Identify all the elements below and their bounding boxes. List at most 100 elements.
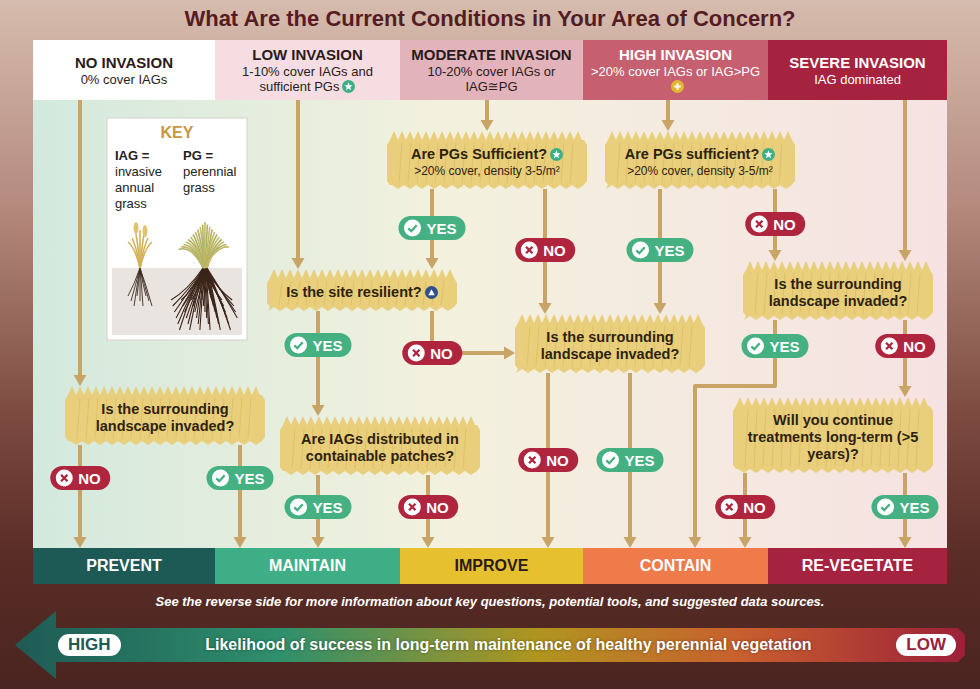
grass-strand (745, 409, 748, 467)
text-run: IAG = (115, 148, 149, 163)
seed-head (134, 222, 139, 234)
icon-circle (747, 338, 764, 355)
grass-strand (292, 428, 295, 469)
no-pill: NO (515, 238, 575, 262)
icon-circle (632, 242, 649, 259)
scale-caption: Likelihood of success in long-term maint… (205, 636, 811, 654)
arrow-head (539, 303, 552, 314)
check-mark (216, 475, 224, 481)
question-text: Are PGs Sufficient? (397, 146, 577, 163)
cross-icon (880, 337, 898, 355)
check-mark (408, 225, 416, 231)
icon-circle (404, 220, 421, 237)
icon-star (765, 150, 773, 158)
blade-stroke (140, 242, 152, 268)
text-run: MAINTAIN (269, 557, 346, 574)
connector-line (78, 445, 82, 539)
key-heading: KEY (107, 124, 247, 142)
text-run: KEY (161, 124, 194, 141)
cross-mark (61, 475, 67, 481)
seed-head (143, 225, 148, 237)
text-run: Is the surrounding landscape invaded? (96, 401, 235, 434)
text-run: LOW (906, 635, 946, 654)
question-text: Are PGs sufficient? (615, 146, 785, 163)
text-run: Will you continue treatments long-term (… (748, 412, 918, 462)
icon-circle (751, 216, 768, 233)
edge-label: YES (426, 220, 456, 237)
arrow-head (899, 537, 912, 548)
grass-strand (86, 398, 89, 439)
question-text: Is the surrounding landscape invaded? (525, 329, 695, 363)
question-text: Is the surrounding landscape invaded? (75, 401, 255, 435)
text-run: Is the site resilient? (286, 284, 421, 300)
likelihood-arrow (15, 611, 965, 679)
decision-grass: Are PGs Sufficient?>20% cover, density 3… (387, 131, 587, 189)
level-name: HIGH INVASION (619, 46, 732, 64)
yes-pill: YES (284, 333, 351, 357)
check-icon (631, 241, 649, 259)
level-criteria: 10-20% cover IAGs or IAG≅PG (406, 64, 577, 94)
flow-connector (312, 311, 325, 416)
decision-grass: Will you continue treatments long-term (… (733, 397, 933, 473)
question-text: Are IAGs distributed in containable patc… (290, 431, 470, 465)
check-icon (211, 469, 229, 487)
icon-circle (212, 470, 229, 487)
check-mark (294, 342, 302, 348)
outcome-label: IMPROVE (455, 557, 529, 575)
outcome-band: RE-VEGETATE (768, 548, 947, 584)
text-run: IMPROVE (455, 557, 529, 574)
icon-star (552, 150, 560, 158)
grass-strand (561, 143, 564, 183)
grass-fill (387, 131, 587, 189)
arrow-head (312, 537, 325, 548)
cross-icon (750, 215, 768, 233)
cross-mark (526, 247, 532, 253)
arrow-head (899, 386, 912, 397)
text-run: Are PGs sufficient? (625, 146, 760, 162)
edge-label: YES (899, 499, 929, 516)
check-icon (289, 498, 307, 516)
invasion-level-header: NO INVASION0% cover IAGs (33, 40, 215, 100)
grass-fill (743, 261, 933, 320)
yes-pill: YES (206, 466, 273, 490)
arrow-head (624, 537, 637, 548)
flow-connector (662, 100, 675, 131)
decision-grass: Is the site resilient? (267, 269, 457, 311)
grass-strand (399, 143, 402, 183)
text-run: NO INVASION (75, 54, 173, 71)
level-name: NO INVASION (75, 54, 173, 72)
grass-illustration (128, 222, 237, 330)
edge-label: NO (773, 216, 796, 233)
page-title: What Are the Current Conditions in Your … (0, 6, 980, 32)
outcome-band: MAINTAIN (215, 548, 400, 584)
chart-panel (33, 100, 947, 548)
level-criteria: 1-10% cover IAGs and sufficient PGs (221, 64, 394, 94)
decision-grass: Are PGs sufficient?>20% cover, density 3… (605, 131, 795, 189)
no-pill: NO (402, 341, 462, 365)
edge-label: YES (312, 337, 342, 354)
edge-label: YES (624, 452, 654, 469)
check-mark (636, 247, 644, 253)
decision-grass: Are IAGs distributed in containable patc… (280, 416, 480, 475)
text-run: HIGH INVASION (619, 46, 732, 63)
icon-circle (404, 499, 421, 516)
cross-mark (529, 457, 535, 463)
edge-label: YES (654, 242, 684, 259)
no-pill: NO (398, 495, 458, 519)
icon-circle (550, 148, 563, 161)
key-entry: PG = (183, 148, 213, 163)
icon-plus (674, 83, 681, 90)
outcome-label: CONTAIN (640, 557, 712, 575)
cross-mark (413, 350, 419, 356)
yes-pill: YES (626, 238, 693, 262)
text-run: PREVENT (86, 557, 162, 574)
arrow-head (654, 303, 667, 314)
question-criteria: >20% cover, density 3-5/m² (397, 164, 577, 179)
edge-label: NO (426, 499, 449, 516)
icon-circle (342, 80, 355, 93)
arrow-head (542, 537, 555, 548)
text-run: 10-20% cover IAGs or IAG≅PG (428, 64, 556, 94)
decision-grass: Is the surrounding landscape invaded? (515, 314, 705, 373)
yes-pill: YES (741, 334, 808, 358)
